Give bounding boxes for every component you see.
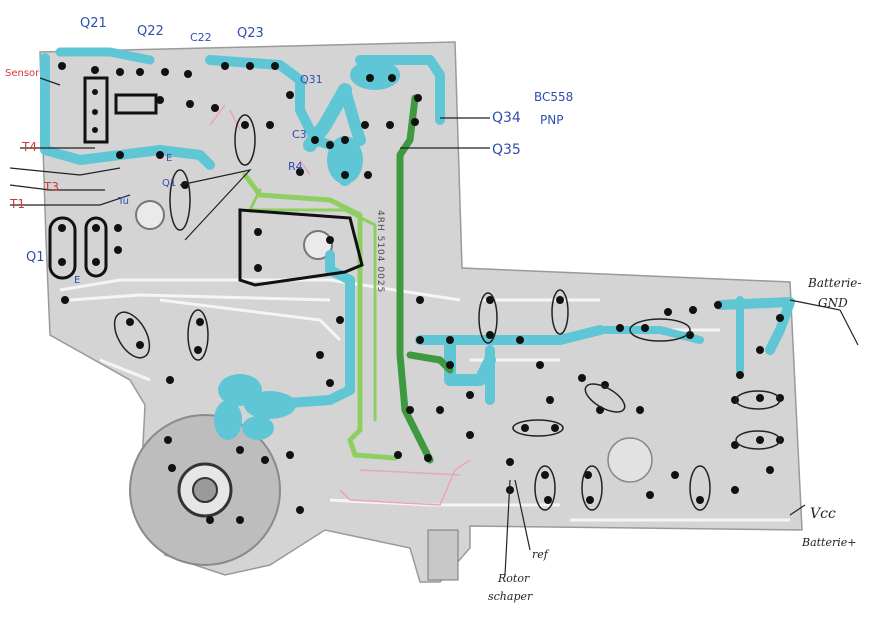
label-q34: Q34: [492, 110, 521, 126]
board-text: 4RH 5104 0025: [375, 210, 385, 294]
label-bc558: BC558: [534, 90, 574, 104]
label-q1-small: Q1: [162, 178, 177, 189]
label-rotor: Rotor: [498, 572, 530, 585]
label-batterie-plus: Batterie+: [802, 536, 857, 549]
component-outlines: [48, 76, 364, 287]
mount-hole-right: [607, 437, 653, 483]
label-c22: C22: [190, 31, 212, 44]
switch-tab: [427, 529, 459, 581]
label-batterie-minus: Batterie-: [808, 276, 862, 290]
label-e2: E: [74, 275, 81, 286]
label-sensor: Sensor: [5, 68, 40, 79]
label-tu: Tu: [118, 196, 129, 207]
label-c3: C3: [292, 128, 307, 141]
label-q31: Q31: [300, 73, 323, 86]
annotation-leaders: [9, 77, 859, 576]
label-q21: Q21: [80, 16, 107, 31]
label-t1: T1: [10, 197, 25, 211]
pad-ovals: [113, 114, 781, 511]
label-pnp: PNP: [540, 113, 564, 127]
pink-silkscreen: [209, 104, 471, 506]
label-t4: T4: [22, 140, 37, 154]
label-q35: Q35: [492, 142, 521, 158]
green-traces: [242, 94, 454, 464]
label-vcc: Vcc: [810, 506, 836, 522]
label-r4: R4: [288, 160, 303, 173]
pads: [58, 62, 784, 524]
label-t3: T3: [44, 180, 59, 194]
label-ref: ref: [532, 548, 548, 561]
label-gnd: GND: [818, 296, 848, 310]
mount-hole-left: [135, 200, 165, 230]
mount-hole-center: [303, 230, 333, 260]
label-q23: Q23: [237, 26, 264, 41]
label-schaper: schaper: [488, 590, 533, 603]
label-e1: E: [166, 153, 173, 164]
cyan-blob-cluster: [214, 60, 400, 440]
label-q22: Q22: [137, 24, 164, 39]
rotary-center: [192, 477, 218, 503]
label-q1: Q1: [26, 250, 45, 265]
